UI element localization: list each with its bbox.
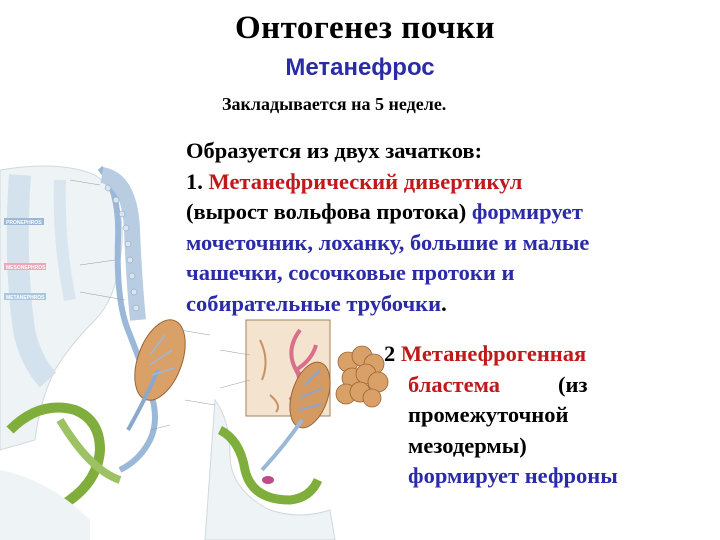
legend-label-mesonephros: MESONEPHROS <box>6 265 46 271</box>
wolffian-duct <box>97 165 158 473</box>
ureteric-bud <box>126 369 160 431</box>
page-subtitle: Метанефрос <box>285 54 435 81</box>
kidney-lobules <box>335 345 389 408</box>
embryo-body-outline <box>0 165 123 451</box>
para1-number: 1. <box>186 168 209 194</box>
metanephric-blastema <box>134 319 186 401</box>
para1-line5: чашечки, сосочковые протоки и <box>186 260 515 285</box>
para2-number: 2 <box>384 341 401 366</box>
para2-from: (из <box>558 371 588 397</box>
urogenital-sinus <box>217 425 323 505</box>
metanephrogenic-term: Метанефрогенная <box>400 341 587 366</box>
second-embryo-outline <box>204 398 336 540</box>
mesonephric-tubule-dots <box>104 184 140 312</box>
legend-swatch-metanephros <box>4 293 46 300</box>
mesonephros-tubules <box>99 167 146 321</box>
mesonephric-strip <box>53 179 76 302</box>
para1-line6: собирательные трубочки <box>186 290 442 316</box>
legend-swatch-mesonephros <box>4 263 46 270</box>
para2-line5: формирует нефроны <box>408 463 618 488</box>
legend-label-pronephros: PRONEPHROS <box>6 220 42 226</box>
metanephric-diverticulum-term: Метанефрический дивертикул <box>208 168 523 194</box>
second-primordium-paragraph: 2 Метанефрогенная бластема (из промежуточ… <box>384 339 704 492</box>
para1-line1: Образуется из двух зачатков: <box>186 138 483 163</box>
para2-line3: промежуточной <box>408 402 569 427</box>
nephrogenic-cord <box>6 174 57 388</box>
para2-line4: мезодермы) <box>408 432 527 458</box>
forms-word: формирует <box>471 199 583 224</box>
blastema-term: бластема <box>408 371 501 397</box>
embryo-lower-outline <box>0 470 90 540</box>
metanephros-kidney <box>289 361 331 429</box>
ureter-second <box>260 418 304 472</box>
first-primordium-paragraph: Образуется из двух зачатков: 1. Метанефр… <box>186 136 716 319</box>
para1-line4: мочеточник, лоханку, большие и малые <box>186 229 590 255</box>
legend-swatch-pronephros <box>4 218 44 225</box>
laid-down-note: Закладывается на 5 неделе. <box>222 94 447 114</box>
legend-label-metanephros: METANEPHROS <box>6 295 45 301</box>
para1-period: . <box>441 290 447 316</box>
para1-line3-a: (вырост вольфова протока) <box>186 199 472 224</box>
page-title: Онтогенез почки <box>234 10 496 46</box>
